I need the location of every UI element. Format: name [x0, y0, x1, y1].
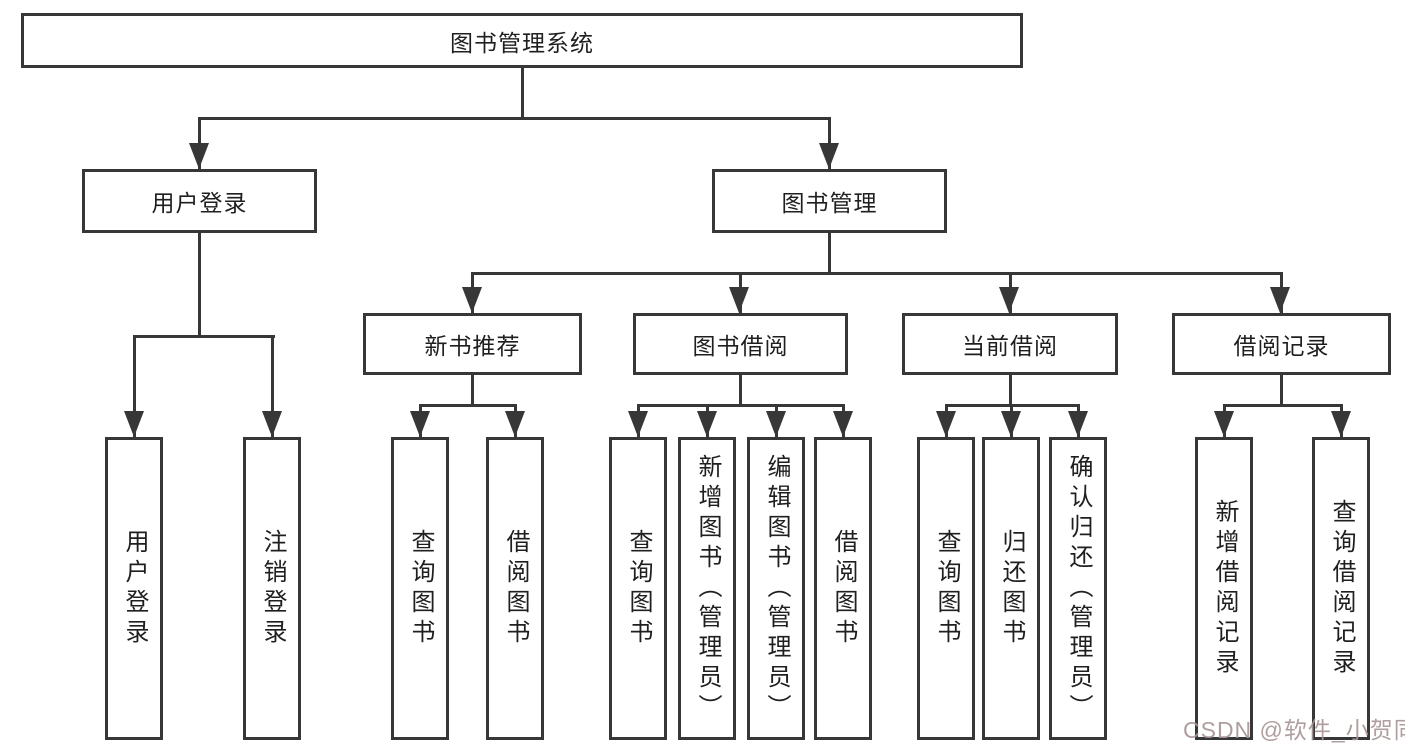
- leaf-label: 查询图书: [933, 528, 960, 649]
- leaf-label: 借阅图书: [830, 528, 857, 649]
- leaf-add-books-admin: 新增图书（管理员）: [678, 437, 736, 740]
- connector-arrow: [189, 143, 209, 169]
- connector-arrow: [410, 411, 430, 437]
- node-label: 图书管理: [781, 190, 878, 216]
- node-label: 图书管理系统: [450, 29, 594, 56]
- node-library-management-system: 图书管理系统: [21, 13, 1023, 68]
- connector-arrow: [124, 411, 144, 437]
- leaf-label: 借阅图书: [502, 528, 529, 649]
- leaf-query-books-current: 查询图书: [917, 437, 975, 740]
- node-borrowing-records: 借阅记录: [1172, 313, 1391, 375]
- connector-arrow: [628, 411, 648, 437]
- connector-line: [271, 335, 274, 437]
- leaf-return-books: 归还图书: [982, 437, 1040, 740]
- connector-line: [133, 335, 136, 437]
- node-label: 用户登录: [151, 190, 248, 216]
- connector-arrow: [1001, 411, 1021, 437]
- connector-line: [1223, 404, 1343, 407]
- connector-arrow: [766, 411, 786, 437]
- connector-line: [739, 375, 742, 406]
- connector-line: [521, 68, 524, 118]
- leaf-query-books-borrowing: 查询图书: [609, 437, 667, 740]
- csdn-watermark: CSDN @软件_小贺同学: [1183, 717, 1405, 743]
- leaf-label: 归还图书: [998, 528, 1025, 649]
- leaf-label: 查询借阅记录: [1328, 498, 1355, 679]
- node-current-borrowing: 当前借阅: [902, 313, 1118, 375]
- leaf-query-books-recommend: 查询图书: [391, 437, 449, 740]
- leaf-user-login: 用户登录: [105, 437, 163, 740]
- connector-arrow: [936, 411, 956, 437]
- leaf-label: 注销登录: [259, 528, 286, 649]
- leaf-label: 用户登录: [121, 528, 148, 649]
- connector-arrow: [819, 143, 839, 169]
- connector-line: [133, 335, 275, 338]
- leaf-label: 新增图书（管理员）: [694, 453, 721, 724]
- node-user-login: 用户登录: [82, 169, 317, 233]
- connector-arrow: [833, 411, 853, 437]
- node-label: 图书借阅: [692, 333, 789, 359]
- leaf-borrow-books: 借阅图书: [814, 437, 872, 740]
- connector-line: [1280, 375, 1283, 406]
- connector-arrow: [729, 287, 749, 313]
- connector-line: [471, 272, 1283, 275]
- leaf-add-borrow-record: 新增借阅记录: [1195, 437, 1253, 740]
- leaf-edit-books-admin: 编辑图书（管理员）: [747, 437, 805, 740]
- connector-arrow: [1331, 411, 1351, 437]
- leaf-logout: 注销登录: [243, 437, 301, 740]
- connector-line: [637, 404, 845, 407]
- connector-line: [471, 375, 474, 406]
- connector-arrow: [999, 287, 1019, 313]
- connector-line: [419, 404, 517, 407]
- connector-line: [1009, 375, 1012, 406]
- leaf-label: 查询图书: [407, 528, 434, 649]
- node-book-management: 图书管理: [712, 169, 947, 233]
- connector-arrow: [1214, 411, 1234, 437]
- connector-line: [198, 117, 831, 120]
- connector-arrow: [462, 287, 482, 313]
- connector-line: [198, 233, 201, 337]
- node-label: 当前借阅: [962, 333, 1058, 359]
- connector-arrow: [262, 411, 282, 437]
- leaf-label: 查询图书: [625, 528, 652, 649]
- connector-arrow: [505, 411, 525, 437]
- leaf-label: 确认归还（管理员）: [1065, 453, 1092, 724]
- leaf-borrow-books-recommend: 借阅图书: [486, 437, 544, 740]
- connector-arrow: [1270, 287, 1290, 313]
- node-label: 新书推荐: [424, 333, 521, 359]
- node-label: 借阅记录: [1233, 333, 1330, 359]
- connector-arrow: [1068, 411, 1088, 437]
- leaf-confirm-return-admin: 确认归还（管理员）: [1049, 437, 1107, 740]
- leaf-query-borrow-record: 查询借阅记录: [1312, 437, 1370, 740]
- node-book-borrowing: 图书借阅: [633, 313, 848, 375]
- leaf-label: 新增借阅记录: [1211, 498, 1238, 679]
- connector-line: [828, 233, 831, 274]
- connector-arrow: [697, 411, 717, 437]
- leaf-label: 编辑图书（管理员）: [763, 453, 790, 724]
- node-new-book-recommendation: 新书推荐: [363, 313, 582, 375]
